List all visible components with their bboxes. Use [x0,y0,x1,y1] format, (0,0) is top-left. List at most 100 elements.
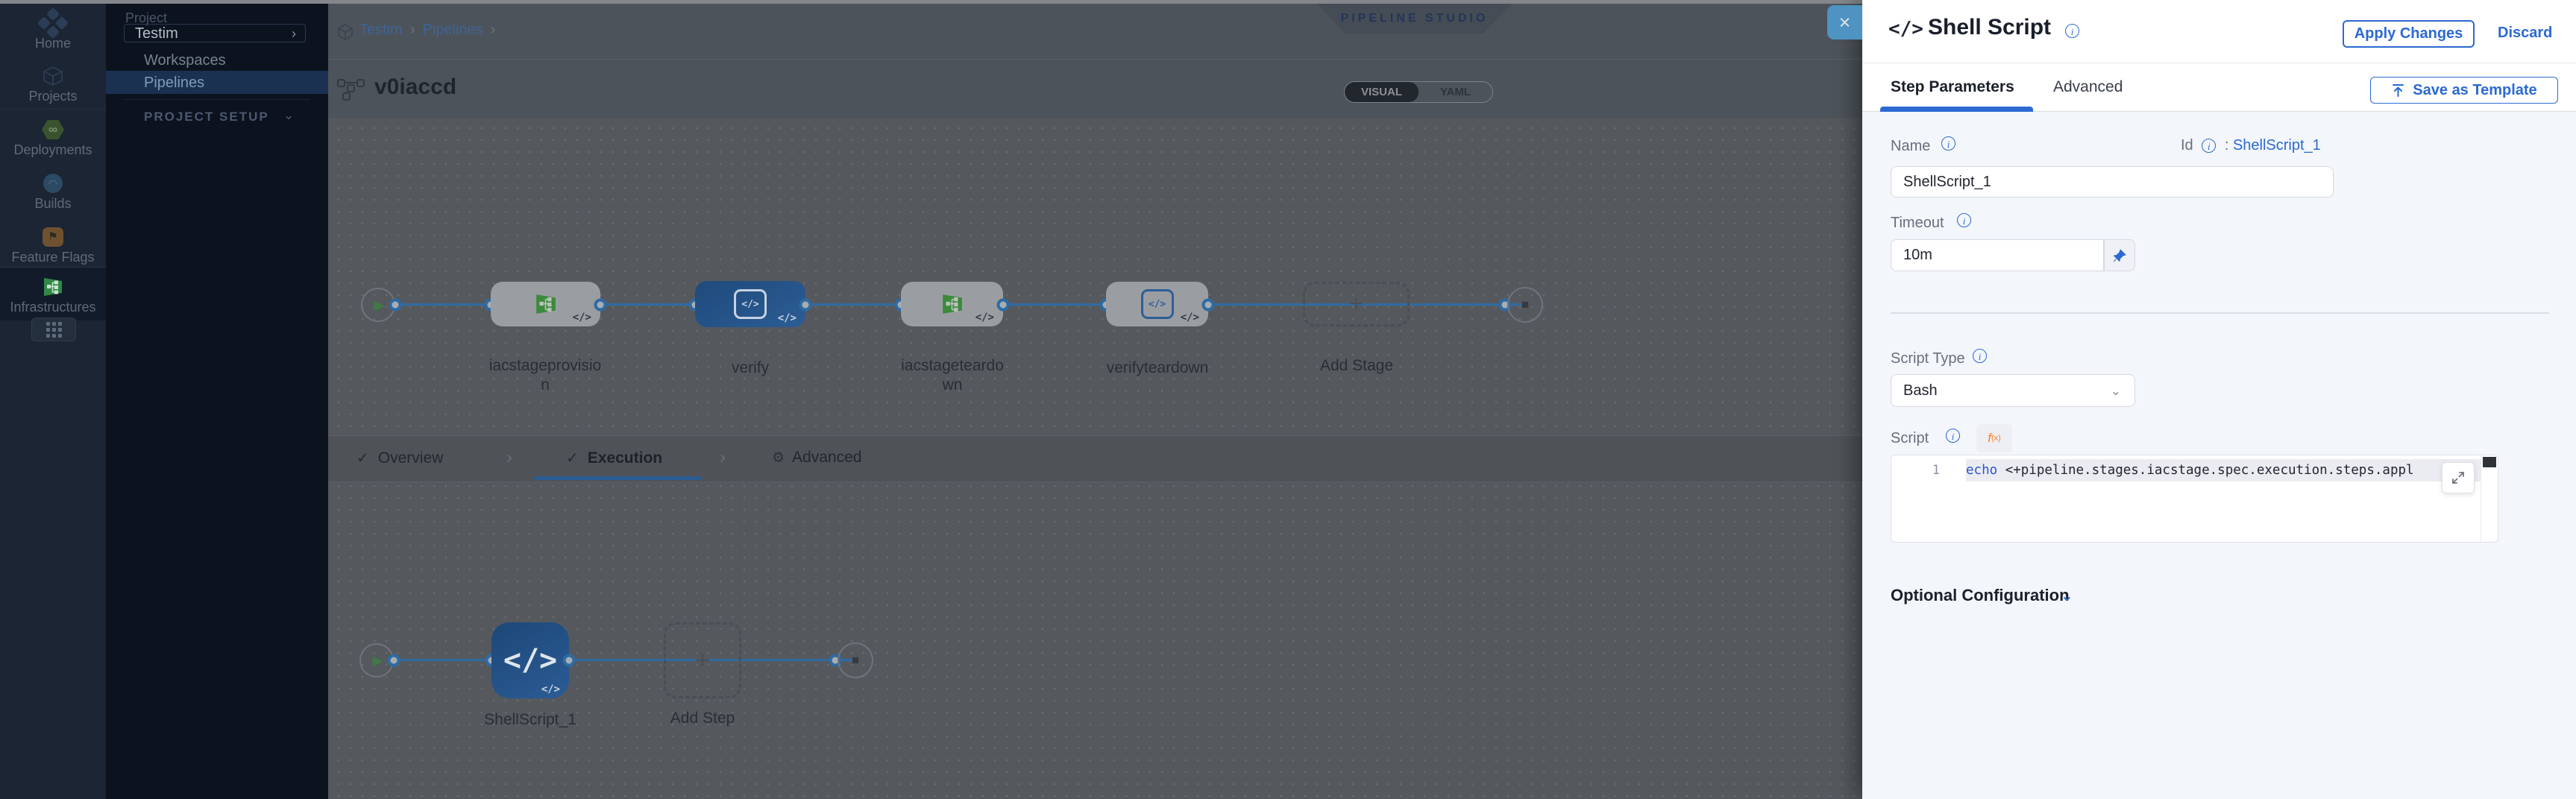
info-icon[interactable]: i [2202,139,2217,154]
timeout-pin-addon[interactable] [2104,239,2135,271]
rail-divider [0,267,106,268]
name-field-label: Name [1891,138,1931,154]
active-tab-underline [1880,107,2033,112]
optional-configuration-toggle[interactable]: Optional Configuration [1891,586,2070,604]
tab-advanced[interactable]: ⚙Advanced [772,449,862,466]
stage-node-iacstageteardown[interactable]: </> [901,282,1003,326]
step-config-drawer: × </> Shell Script i Apply Changes Disca… [1827,0,2576,799]
code-badge-icon: </> [975,312,994,323]
shell-script-icon: </> [503,643,558,678]
drawer-header: </> Shell Script i Apply Changes Discard [1862,0,2576,63]
script-type-select[interactable]: Bash ⌄ [1891,374,2135,407]
step-node-shellscript[interactable]: </> </> [491,622,569,698]
sidebar-item-infrastructures[interactable]: Infrastructures [0,274,106,315]
breadcrumb-link-pipelines[interactable]: Pipelines [422,22,483,38]
script-label: Script [1891,430,1929,446]
sidebar-item-workspaces[interactable]: Workspaces [144,52,226,69]
sidebar-item-deployments[interactable]: ∞ Deployments [0,117,106,158]
iacm-stage-icon [535,294,556,314]
name-input[interactable]: ShellScript_1 [1891,166,2334,198]
tab-advanced[interactable]: Advanced [2053,78,2123,95]
discard-button[interactable]: Discard [2498,25,2553,41]
sidebar-item-home[interactable]: Home [0,7,106,51]
tab-execution[interactable]: ✓Execution [566,449,663,467]
breadcrumb: Testim›Pipelines› [359,22,503,39]
module-picker-button[interactable] [31,318,76,341]
harness-logo-icon [0,7,106,40]
breadcrumb-link-testim[interactable]: Testim [359,22,403,38]
chevron-right-icon: › [292,26,296,41]
pin-icon [2113,249,2126,262]
feature-flags-icon: ⚑ [0,224,106,250]
add-stage-label: Add Stage [1319,357,1394,374]
add-stage-button[interactable]: + [1303,282,1410,326]
timeout-field-label: Timeout [1891,215,1944,231]
cube-icon [337,24,354,40]
stop-icon: ■ [1521,297,1530,312]
info-icon[interactable]: i [1973,349,1987,363]
add-step-button[interactable]: + [664,622,741,698]
step-id-link[interactable]: ShellScript_1 [2232,137,2321,154]
save-as-template-label: Save as Template [2413,81,2537,98]
pipeline-canvas: Testim›Pipelines› PIPELINE STUDIO v0iacc… [328,4,1862,799]
expression-fx-button[interactable]: f(x) [1976,424,2012,452]
chevron-down-icon[interactable]: ⌄ [2061,588,2073,604]
check-icon: ✓ [566,450,579,467]
info-icon[interactable]: i [1957,213,1971,227]
project-label: Project [125,10,168,25]
chevron-down-icon[interactable]: ⌄ [283,108,295,122]
editor-scrollbar-thumb[interactable] [2483,457,2496,467]
info-icon[interactable]: i [1946,429,1960,443]
connector-port [799,298,812,312]
stage-node-iacstageprovision[interactable]: </> [491,282,600,326]
sidebar-item-projects[interactable]: Projects [0,63,106,104]
apply-changes-button[interactable]: Apply Changes [2343,20,2475,48]
iacm-stage-icon [942,294,962,314]
tab-step-parameters[interactable]: Step Parameters [1891,78,2014,95]
stage-node-verify-selected[interactable]: </> </> [695,281,805,327]
pipeline-name: v0iaccd [374,75,457,99]
rail-divider [0,109,106,110]
connector-port [594,298,607,312]
project-setup-section[interactable]: PROJECT SETUP [144,110,269,124]
sidebar-item-feature-flags[interactable]: ⚑ Feature Flags [0,224,106,265]
close-drawer-button[interactable]: × [1827,5,1862,40]
pipeline-studio-badge: PIPELINE STUDIO [1317,4,1512,34]
add-step-label: Add Step [670,710,735,727]
script-type-label: Script Type [1891,350,1965,367]
expand-editor-button[interactable] [2442,462,2475,493]
play-icon: ▶ [374,297,385,312]
info-icon[interactable]: i [2065,24,2079,38]
toggle-yaml[interactable]: YAML [1439,86,1471,98]
info-icon[interactable]: i [1941,136,1955,151]
code-badge-icon: </> [541,683,560,695]
connector-port [562,654,576,667]
script-code-editor[interactable]: echo <+pipeline.stages.iacstage.spec.exe… [1891,455,2498,543]
stage-label: verify [731,359,770,376]
edit-pencil-icon[interactable]: ✎ [471,78,488,100]
line-number: 1 [1932,463,1940,478]
sidebar-item-builds[interactable]: ◠ Builds [0,171,106,212]
custom-stage-icon: </> [1140,289,1174,319]
tab-overview[interactable]: ✓Overview [356,449,444,467]
timeout-input[interactable]: 10m [1891,239,2104,271]
toggle-visual[interactable]: VISUAL [1345,82,1419,102]
stage-tab-bar: ✓Overview › ✓Execution › ⚙Advanced [328,435,1862,482]
plus-icon: + [695,645,710,675]
drawer-tab-bar: Step Parameters Advanced Save as Templat… [1862,63,2576,112]
shell-script-icon: </> [1888,18,1923,40]
grid-icon [45,321,62,338]
builds-icon: ◠ [0,171,106,196]
connector-port [387,654,400,667]
code-badge-icon: </> [777,312,797,324]
connector-port [389,298,402,312]
chevron-right-icon: › [490,22,496,38]
project-selector[interactable]: Testim › [124,24,306,42]
stage-node-verifyteardown[interactable]: </> </> [1106,282,1208,326]
code-line-1: echo <+pipeline.stages.iacstage.spec.exe… [1966,459,2481,481]
window-top-strip [0,0,1862,4]
close-icon: × [1838,10,1851,34]
script-type-value: Bash [1903,382,1938,399]
save-as-template-button[interactable]: Save as Template [2370,77,2558,104]
sidebar-item-pipelines[interactable]: Pipelines [106,71,328,94]
